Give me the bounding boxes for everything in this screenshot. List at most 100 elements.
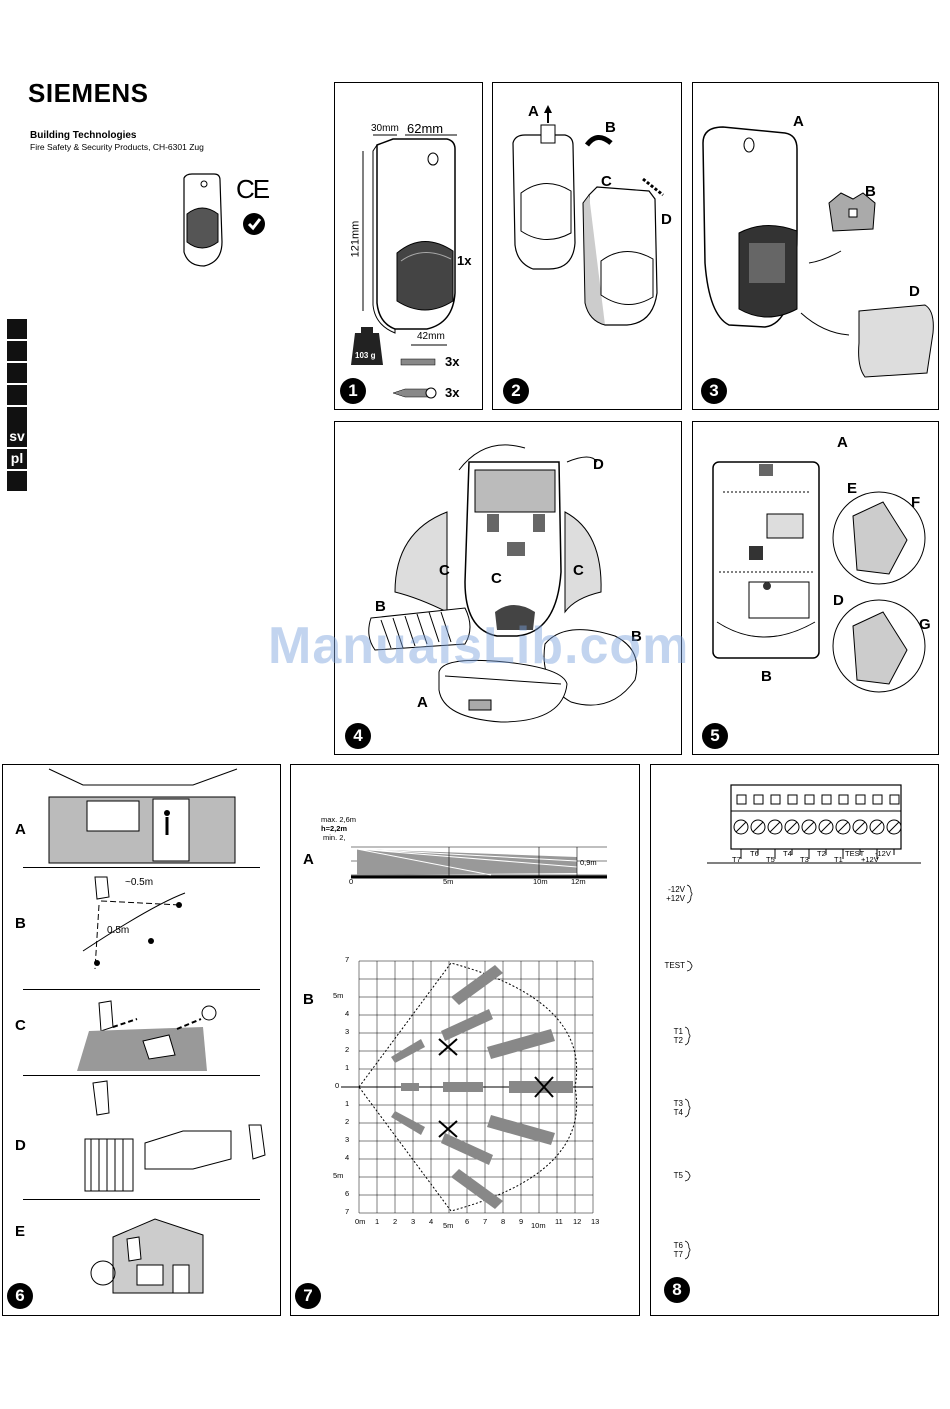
label-B-left: B [375, 598, 386, 615]
xtick: 13 [591, 1217, 600, 1226]
row-label-D: D [15, 1137, 26, 1154]
ytick: 7 [345, 955, 350, 964]
label-A: A [837, 434, 848, 451]
ytick: 2 [345, 1117, 350, 1126]
panel-8-wiring: T6 T4 T2 TEST -12V T7 T5 T3 T1 +12V -12V… [650, 764, 939, 1316]
xtick: 2 [393, 1217, 398, 1226]
lang-bar-5[interactable] [7, 407, 27, 427]
terminal-label-T5: T5 [766, 855, 775, 864]
row-divider [23, 1199, 260, 1200]
label-D: D [661, 211, 672, 228]
xtick: 8 [501, 1217, 506, 1226]
wiring-group-t3-t4: T3 T4 [673, 1099, 683, 1117]
lang-bar-4[interactable] [7, 385, 27, 405]
company-address: Fire Safety & Security Products, CH-6301… [30, 142, 204, 152]
distance-label-1: ~0.5m [125, 877, 154, 888]
qty-plugs: 3x [445, 354, 460, 369]
ytick: 2 [345, 1045, 350, 1054]
label-D: D [593, 456, 604, 473]
xtick: 10m [531, 1221, 546, 1230]
terminal-block-drawing [707, 784, 921, 864]
label-E: E [847, 480, 858, 497]
xtick: 1 [375, 1217, 380, 1226]
terminal-label-T3: T3 [800, 855, 809, 864]
label-F: F [911, 494, 921, 511]
wiring-group-power: -12V +12V [666, 885, 685, 903]
c-tick-icon [243, 213, 265, 235]
lang-bar-pl[interactable]: pl [7, 449, 27, 469]
wiring-group-t1-t2: T1 T2 [673, 1027, 683, 1045]
terminal-label-T2: T2 [817, 849, 826, 858]
terminal-label-minus12V: -12V [875, 849, 891, 858]
xtick: 7 [483, 1217, 488, 1226]
side-xtick: 0 [349, 877, 354, 886]
step-number-6: 6 [7, 1283, 33, 1309]
depth-dimension: 30mm [371, 123, 399, 134]
lang-bar-1[interactable] [7, 319, 27, 339]
row-divider [23, 989, 260, 990]
lang-bar-8[interactable] [7, 471, 27, 491]
label-B: B [865, 183, 876, 200]
label-B-right: B [631, 628, 642, 645]
lang-bar-2[interactable] [7, 341, 27, 361]
mount-height: h=2,2m [321, 824, 348, 833]
label-C: C [601, 173, 612, 190]
side-xtick: 12m [571, 877, 586, 886]
max-height: max. 2,6m [321, 815, 357, 824]
ce-mark: CE [236, 174, 270, 204]
ytick: 6 [345, 1189, 350, 1198]
panel-3-remove-parts: A B D 3 [692, 82, 939, 410]
label-B: B [761, 668, 772, 685]
panel-6-placement: A B C D E ~0.5m 0.5m 6 [2, 764, 281, 1316]
xtick: 0m [355, 1217, 366, 1226]
weight-label: 103 g [355, 351, 376, 360]
wiring-group-t6-t7: T6 T7 [673, 1241, 683, 1259]
label-A: A [793, 113, 804, 130]
xtick: 3 [411, 1217, 416, 1226]
wiring-group-test: TEST [664, 961, 685, 970]
side-xtick: 10m [533, 877, 548, 886]
step-number-4: 4 [345, 723, 371, 749]
label-A: A [417, 694, 428, 711]
ground-distance: 0,9m [580, 858, 597, 867]
side-view-coverage-chart [351, 846, 607, 879]
panel-2-open-cover: A B C D 2 [492, 82, 682, 410]
ytick: 4 [345, 1153, 350, 1162]
division-name: Building Technologies [30, 130, 137, 141]
xtick: 12 [573, 1217, 582, 1226]
width-dimension: 62mm [407, 121, 444, 136]
ytick: 1 [345, 1099, 350, 1108]
placement-illustrations [48, 768, 266, 1294]
qty-detector: 1x [457, 253, 472, 268]
bottom-dimension: 42mm [417, 331, 445, 342]
terminal-label-T7: T7 [732, 855, 741, 864]
label-G: G [919, 616, 931, 633]
row-label-A: A [15, 821, 26, 838]
watermark: ManualsLib.com [268, 617, 690, 675]
label-A: A [528, 103, 539, 120]
circuit-board-drawing [712, 461, 926, 693]
terminal-label-T6: T6 [750, 849, 759, 858]
product-thumbnail [183, 173, 223, 267]
step-number-7: 7 [295, 1283, 321, 1309]
qty-screws: 3x [445, 385, 460, 400]
ytick: 5m [333, 991, 344, 1000]
ytick: 3 [345, 1135, 350, 1144]
step-number-1: 1 [340, 378, 366, 404]
lang-bar-3[interactable] [7, 363, 27, 383]
wiring-group-t5: T5 [673, 1171, 683, 1180]
panel-5-board: A E F D G B 5 [692, 421, 939, 755]
label-C-left: C [439, 562, 450, 579]
terminal-label-TEST: TEST [845, 849, 865, 858]
panel-4-mounting: D C C C B B A 4 [334, 421, 682, 755]
row-label-B: B [15, 915, 26, 932]
xtick: 4 [429, 1217, 434, 1226]
label-C-center: C [491, 570, 502, 587]
lang-bar-sv[interactable]: sv [7, 427, 27, 447]
top-view-coverage-chart [341, 960, 594, 1214]
xtick: 9 [519, 1217, 524, 1226]
min-height: min. 2, [323, 833, 346, 842]
detector-open-drawing [512, 105, 664, 326]
xtick: 5m [443, 1221, 454, 1230]
base-mounting-drawing [368, 444, 638, 723]
